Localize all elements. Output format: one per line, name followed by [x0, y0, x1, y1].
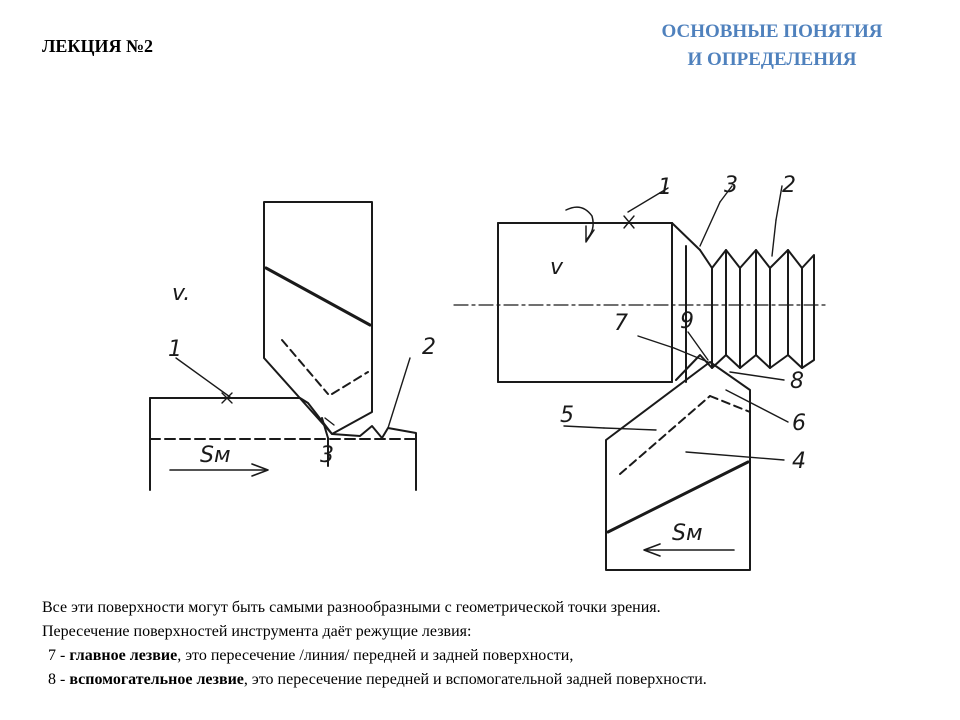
text-line-2: Пересечение поверхностей инструмента даё… [42, 623, 472, 640]
lecture-title: ЛЕКЦИЯ №2 [42, 36, 154, 56]
slide-topic: ОСНОВНЫЕ ПОНЯТИЯ И ОПРЕДЕЛЕНИЯ [622, 18, 922, 74]
label-5: 5 [560, 403, 574, 428]
right-feed-arrow [643, 543, 735, 557]
item-7: 7 - главное лезвие, это пересечение /лин… [42, 644, 942, 668]
right-leaders [563, 185, 789, 461]
item-7-term: главное лезвие [69, 647, 178, 664]
left-leaders [175, 357, 411, 429]
cutting-tool-drawing: v. 1 2 3 Sм v 1 3 2 7 9 8 5 6 4 Sм [149, 173, 827, 571]
label-3-left: 3 [320, 443, 334, 468]
item-8-number: 8 - [48, 671, 70, 688]
right-rotation-arrow [565, 206, 595, 243]
label-7: 7 [614, 311, 628, 336]
item-8: 8 - вспомогательное лезвие, это пересече… [42, 668, 942, 692]
label-1-right: 1 [658, 175, 672, 200]
label-sm-right: Sм [672, 521, 703, 546]
item-7-number: 7 - [48, 647, 70, 664]
item-8-term: вспомогательное лезвие [69, 671, 244, 688]
left-workpiece [149, 397, 417, 491]
label-v-left: v. [172, 281, 190, 306]
item-8-definition: , это пересечение передней и вспомогател… [243, 671, 707, 688]
label-2-left: 2 [422, 335, 436, 360]
item-7-definition: , это пересечение /линия/ передней и зад… [177, 647, 574, 664]
topic-line-2: И ОПРЕДЕЛЕНИЯ [687, 49, 857, 70]
topic-line-1: ОСНОВНЫЕ ПОНЯТИЯ [661, 21, 883, 42]
left-feed-arrow [169, 463, 269, 477]
lecture-text: Все эти поверхности могут быть самыми ра… [42, 596, 942, 692]
label-1-left: 1 [168, 337, 182, 362]
label-2-right: 2 [782, 173, 796, 198]
label-v-right: v [550, 255, 564, 280]
right-workpiece [453, 222, 827, 383]
right-cutting-tool [605, 361, 751, 571]
label-3-right: 3 [724, 173, 738, 198]
left-cutting-tool [263, 201, 373, 467]
cutting-tool-diagram: v. 1 2 3 Sм v 1 3 2 7 9 8 5 6 4 Sм [120, 150, 840, 590]
label-9: 9 [680, 309, 694, 334]
label-sm-left: Sм [200, 443, 231, 468]
text-line-1: Все эти поверхности могут быть самыми ра… [42, 599, 661, 616]
label-8: 8 [790, 369, 804, 394]
label-6: 6 [792, 411, 806, 436]
label-4: 4 [792, 449, 806, 474]
